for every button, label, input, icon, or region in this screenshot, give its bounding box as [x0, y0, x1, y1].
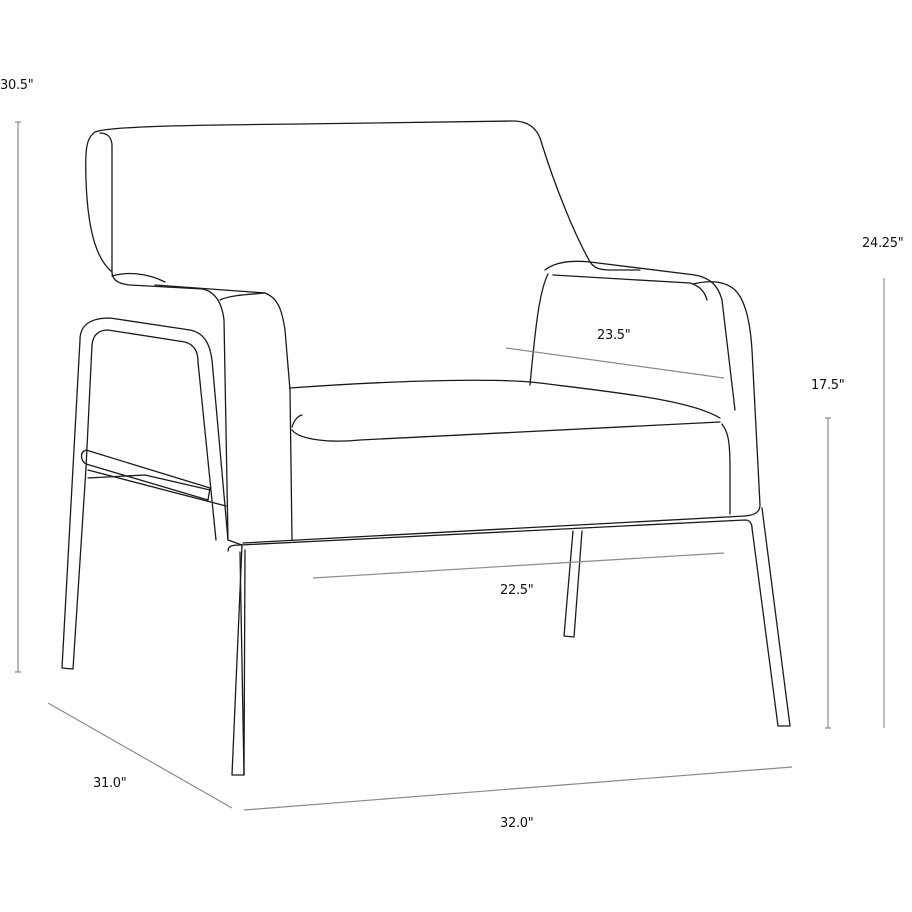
right-arm: [529, 260, 761, 517]
overall-height-label: 30.5": [0, 78, 34, 93]
seat-height-label: 17.5": [811, 378, 845, 393]
seat-depth-dim-line: [505, 347, 725, 379]
left-arm: [79, 272, 293, 541]
left-frame: [61, 339, 246, 776]
arm-height-label: 24.25": [862, 236, 904, 251]
seat-cushion: [242, 379, 746, 544]
depth-dim-line: [47, 702, 233, 809]
overall-width-label: 32.0": [500, 816, 534, 831]
seat-width-dim-line: [312, 552, 725, 579]
seat-width-label: 22.5": [500, 583, 534, 598]
width-dim-line: [243, 766, 793, 811]
overall-depth-label: 31.0": [93, 776, 127, 791]
front-frame: [227, 507, 791, 776]
seat-depth-label: 23.5": [597, 328, 631, 343]
backrest: [85, 120, 641, 290]
dimension-lines: [15, 121, 885, 811]
